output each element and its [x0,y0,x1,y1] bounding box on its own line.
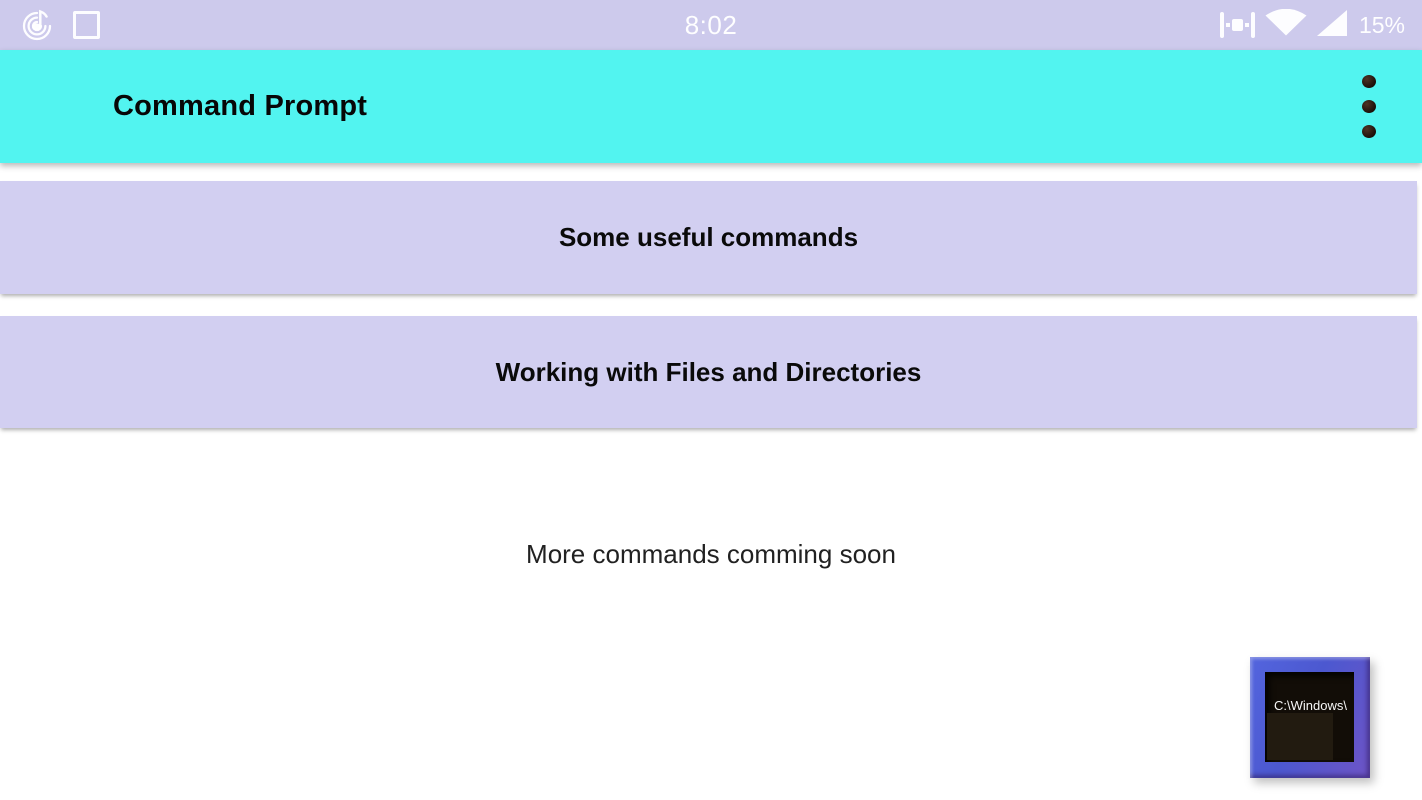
overflow-menu-button[interactable] [1359,73,1379,140]
menu-item-some-useful-commands[interactable]: Some useful commands [0,181,1417,294]
coming-soon-note: More commands comming soon [526,539,896,569]
status-bar-system-icons: 15% [1219,0,1405,50]
menu-item-label: Working with Files and Directories [495,356,922,387]
square-notification-icon [73,11,100,39]
overflow-dot-icon [1362,125,1376,138]
signal-meter-icon [1219,12,1255,38]
status-bar: 8:02 15% [0,0,1422,50]
cellular-signal-icon [1316,9,1347,41]
overflow-dot-icon [1362,100,1376,113]
command-prompt-screen-text: C:\Windows\ [1274,698,1347,713]
app-bar: Command Prompt [0,50,1422,163]
menu-item-label: Some useful commands [558,222,859,252]
overflow-dot-icon [1362,75,1376,88]
wifi-icon [1264,8,1308,41]
page-title: Command Prompt [113,89,368,122]
command-prompt-screen-panel [1267,713,1333,760]
status-bar-notifications [21,0,100,50]
menu-item-working-with-files-and-directories[interactable]: Working with Files and Directories [0,316,1417,428]
command-prompt-window-graphic: C:\Windows\ [1250,657,1370,778]
command-prompt-screen: C:\Windows\ [1265,672,1354,762]
battery-percentage: 15% [1358,11,1405,38]
music-notification-icon [21,4,55,47]
status-time: 8:02 [684,10,738,40]
